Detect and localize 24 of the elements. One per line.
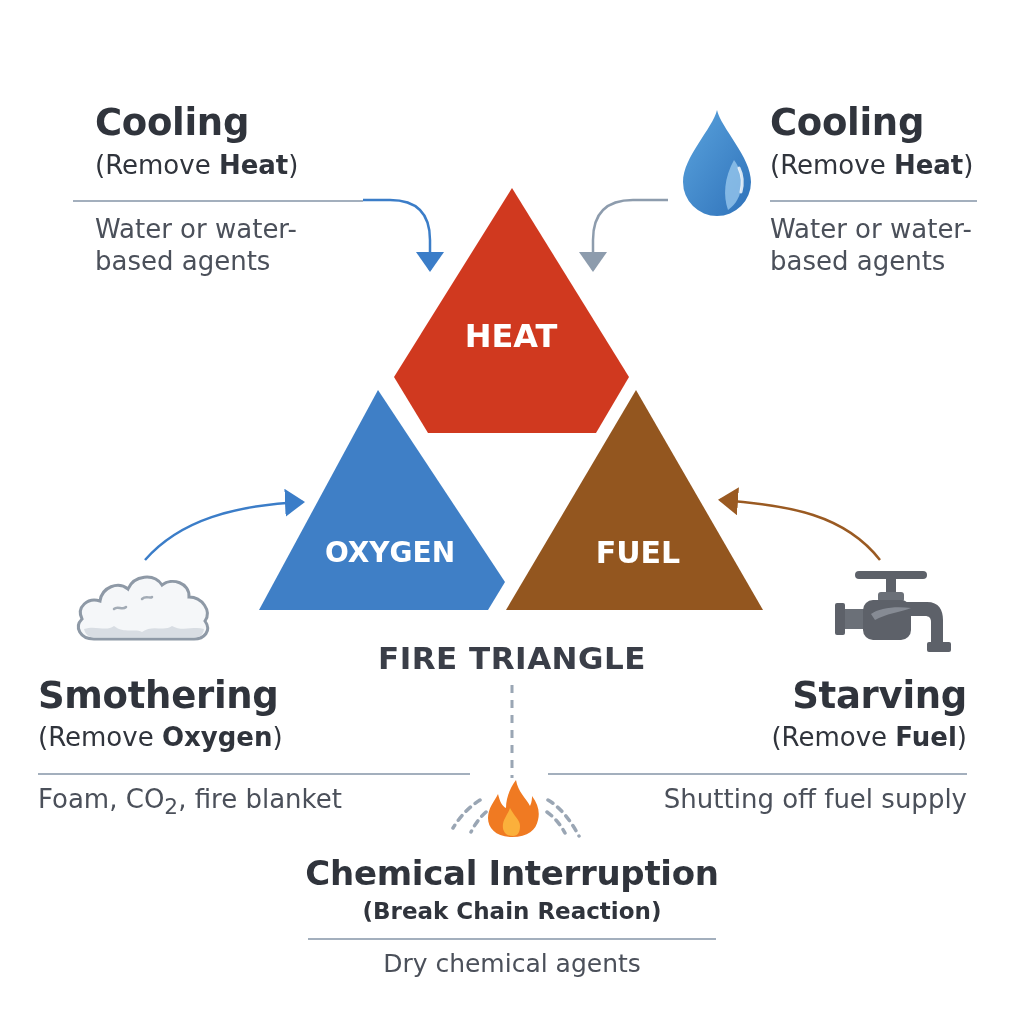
description-text: Foam, CO$_{2}$, fire blanket <box>38 783 342 822</box>
description-text: Shutting off fuel supply <box>663 783 967 815</box>
segment-label: OXYGEN <box>324 536 456 570</box>
subheading: (Remove Heat) <box>770 150 974 182</box>
segment-label: FUEL <box>595 535 681 571</box>
curved-arrow <box>144 489 305 561</box>
subheading: (Remove Oxygen) <box>38 722 283 754</box>
curved-arrow <box>363 198 444 272</box>
subheading: (Break Chain Reaction) <box>362 898 662 926</box>
description-text: Water or water-based agents <box>770 213 973 277</box>
subheading: (Remove Fuel) <box>771 722 967 754</box>
diagram-caption: FIRE TRIANGLE <box>352 640 672 677</box>
heading: Smothering <box>38 674 279 719</box>
dashed-line <box>510 685 514 778</box>
heading: Cooling <box>770 101 925 146</box>
heading: Cooling <box>95 101 250 146</box>
subheading: (Remove Heat) <box>95 150 299 182</box>
segment-label: HEAT <box>464 317 558 356</box>
heading: Starving <box>792 674 967 719</box>
description-text: Water or water-based agents <box>95 213 298 277</box>
curved-arrow <box>579 198 668 272</box>
description-text: Dry chemical agents <box>383 948 641 980</box>
curved-arrow <box>718 487 881 561</box>
heading: Chemical Interruption <box>305 853 719 894</box>
